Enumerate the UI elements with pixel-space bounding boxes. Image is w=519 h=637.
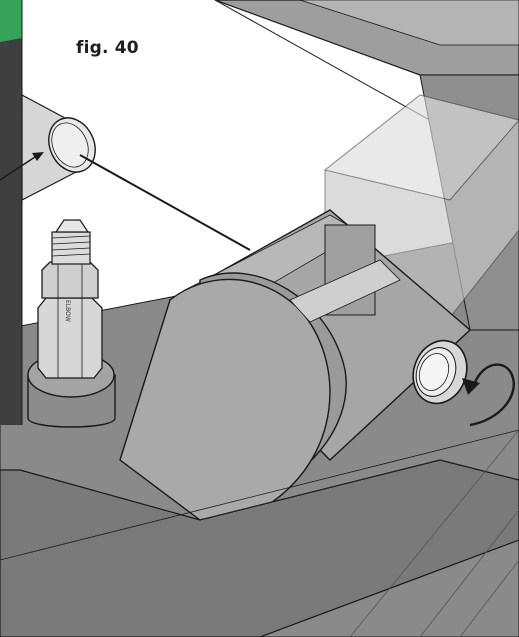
base-edge-2 xyxy=(349,429,519,637)
figure-label: fig. 40 xyxy=(76,38,139,58)
cylinder xyxy=(119,209,472,522)
rotation-arrow-icon xyxy=(462,363,515,427)
left-panel-accent xyxy=(0,0,22,42)
leader-line xyxy=(79,154,251,251)
base-edge-4 xyxy=(459,559,519,637)
fitting-marking: ELBOW xyxy=(64,300,71,322)
left-panel xyxy=(0,0,22,425)
elbow-fitting: ELBOW xyxy=(27,219,116,428)
cylinder-base xyxy=(0,459,519,637)
base-edge-1 xyxy=(0,429,519,561)
leader-arrow xyxy=(0,154,39,181)
top-beam-face xyxy=(299,0,519,46)
plug xyxy=(412,339,468,405)
leader-arrowhead xyxy=(32,152,44,161)
base-edge-3 xyxy=(419,509,519,637)
pin xyxy=(21,93,96,201)
